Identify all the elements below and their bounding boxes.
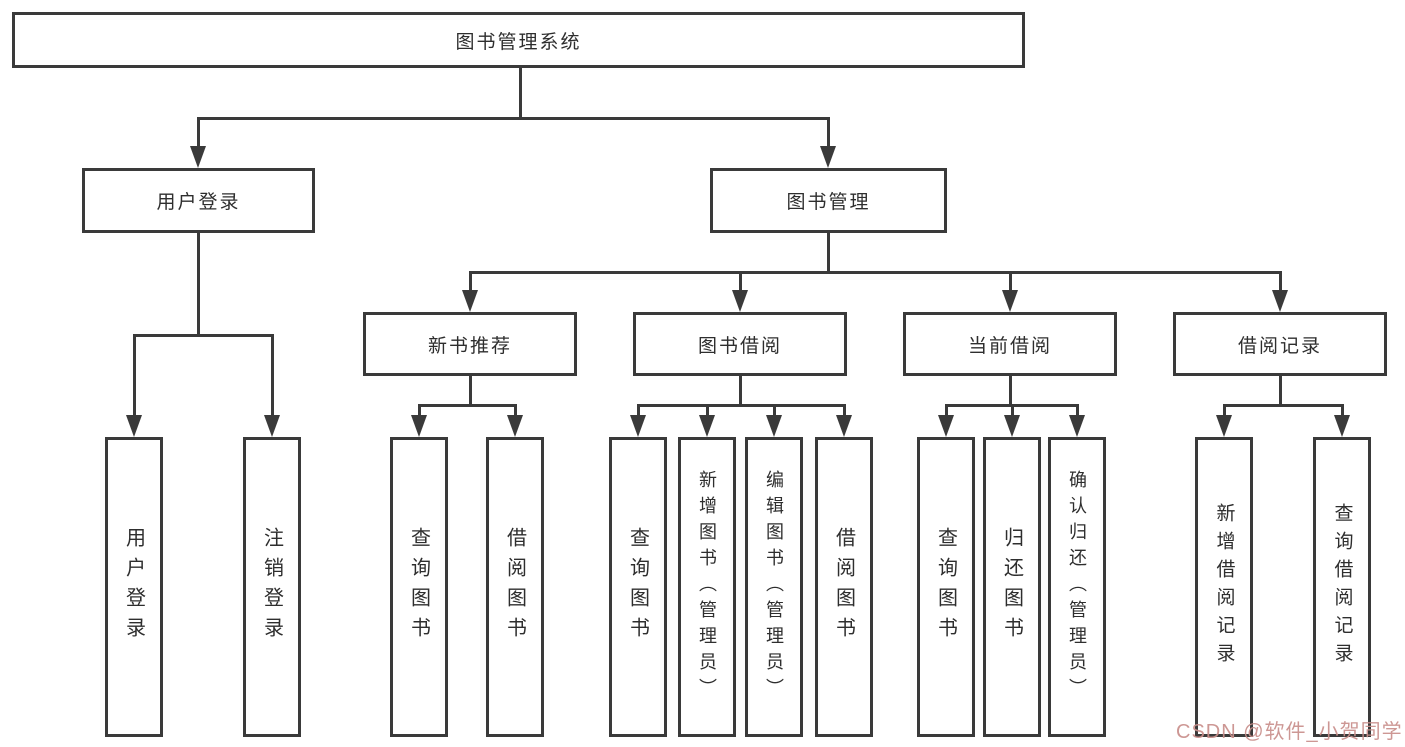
node-new-book-recommend: 新书推荐 — [363, 312, 577, 376]
node-label: 查询借阅记录 — [1331, 503, 1353, 671]
node-leaf-query-book-2: 查询图书 — [609, 437, 667, 737]
node-leaf-user-login: 用户登录 — [105, 437, 163, 737]
connector-borrow-records-drop — [1279, 376, 1282, 406]
connector-book-borrow-split — [637, 404, 846, 407]
connector-book-mgmt-drop — [827, 233, 830, 274]
connector-stem-new-book — [469, 271, 472, 290]
arrowhead-borrow1 — [507, 415, 523, 437]
connector-stem-add-record — [1223, 404, 1226, 415]
node-leaf-logout: 注销登录 — [243, 437, 301, 737]
node-leaf-add-borrow-record: 新增借阅记录 — [1195, 437, 1253, 737]
connector-stem-leaf-logout — [271, 334, 274, 415]
connector-borrow-records-split — [1223, 404, 1344, 407]
connector-stem-confirm-return — [1076, 404, 1079, 415]
arrowhead-query-record — [1334, 415, 1350, 437]
node-leaf-query-book-1: 查询图书 — [390, 437, 448, 737]
connector-stem-query-record — [1341, 404, 1344, 415]
connector-root-drop — [519, 68, 522, 120]
node-leaf-borrow-book-2: 借阅图书 — [815, 437, 873, 737]
node-leaf-query-book-3: 查询图书 — [917, 437, 975, 737]
arrowhead-new-book — [462, 290, 478, 312]
arrowhead-return-book — [1004, 415, 1020, 437]
arrowhead-edit-book — [766, 415, 782, 437]
connector-stem-borrow-records — [1279, 271, 1282, 290]
arrowhead-leaf-user-login — [126, 415, 142, 437]
connector-stem-borrow2 — [843, 404, 846, 415]
connector-book-mgmt-split — [469, 271, 1282, 274]
node-borrowing-records: 借阅记录 — [1173, 312, 1387, 376]
connector-stem-leaf-user-login — [133, 334, 136, 415]
connector-stem-query1 — [418, 404, 421, 415]
connector-root-split — [197, 117, 830, 120]
node-leaf-borrow-book-1: 借阅图书 — [486, 437, 544, 737]
node-label: 确认归还（管理员） — [1067, 470, 1087, 704]
connector-user-login-drop — [197, 233, 200, 336]
node-user-login-module: 用户登录 — [82, 168, 315, 233]
node-label: 查询图书 — [626, 527, 649, 647]
arrowhead-query1 — [411, 415, 427, 437]
node-label: 归还图书 — [1000, 527, 1023, 647]
connector-stem-query3 — [945, 404, 948, 415]
node-label: 借阅图书 — [832, 527, 855, 647]
node-leaf-query-borrow-record: 查询借阅记录 — [1313, 437, 1371, 737]
node-root-library-system: 图书管理系统 — [12, 12, 1025, 68]
connector-stem-book-borrow — [739, 271, 742, 290]
connector-new-book-drop — [469, 376, 472, 406]
connector-new-book-split — [418, 404, 517, 407]
node-leaf-add-book-admin: 新增图书（管理员） — [678, 437, 736, 737]
node-label: 新增借阅记录 — [1213, 503, 1235, 671]
arrowhead-current-borrow — [1002, 290, 1018, 312]
arrowhead-query2 — [630, 415, 646, 437]
connector-current-borrow-drop — [1009, 376, 1012, 406]
arrowhead-add-book — [699, 415, 715, 437]
node-book-management-module: 图书管理 — [710, 168, 947, 233]
node-leaf-confirm-return-admin: 确认归还（管理员） — [1048, 437, 1106, 737]
connector-book-borrow-drop — [739, 376, 742, 406]
connector-stem-return-book — [1011, 404, 1014, 415]
node-label: 编辑图书（管理员） — [764, 470, 784, 704]
arrowhead-add-record — [1216, 415, 1232, 437]
connector-user-login-split — [133, 334, 274, 337]
arrowhead-borrow2 — [836, 415, 852, 437]
arrowhead-book-borrow — [732, 290, 748, 312]
node-leaf-edit-book-admin: 编辑图书（管理员） — [745, 437, 803, 737]
node-label: 借阅图书 — [503, 527, 526, 647]
connector-stem-edit-book — [773, 404, 776, 415]
connector-stem-book-mgmt — [827, 117, 830, 146]
node-leaf-return-book: 归还图书 — [983, 437, 1041, 737]
node-label: 注销登录 — [260, 527, 283, 647]
node-current-borrowing: 当前借阅 — [903, 312, 1117, 376]
arrowhead-query3 — [938, 415, 954, 437]
arrowhead-user-login — [190, 146, 206, 168]
csdn-watermark: CSDN @软件_小贺同学 — [1176, 721, 1403, 743]
arrowhead-leaf-logout — [264, 415, 280, 437]
node-label: 用户登录 — [122, 527, 145, 647]
connector-stem-add-book — [706, 404, 709, 415]
node-book-borrowing: 图书借阅 — [633, 312, 847, 376]
connector-stem-current-borrow — [1009, 271, 1012, 290]
arrowhead-borrow-records — [1272, 290, 1288, 312]
node-label: 查询图书 — [934, 527, 957, 647]
arrowhead-book-mgmt — [820, 146, 836, 168]
node-label: 查询图书 — [407, 527, 430, 647]
node-label: 新增图书（管理员） — [697, 470, 717, 704]
connector-stem-query2 — [637, 404, 640, 415]
connector-stem-user-login — [197, 117, 200, 146]
arrowhead-confirm-return — [1069, 415, 1085, 437]
connector-stem-borrow1 — [514, 404, 517, 415]
